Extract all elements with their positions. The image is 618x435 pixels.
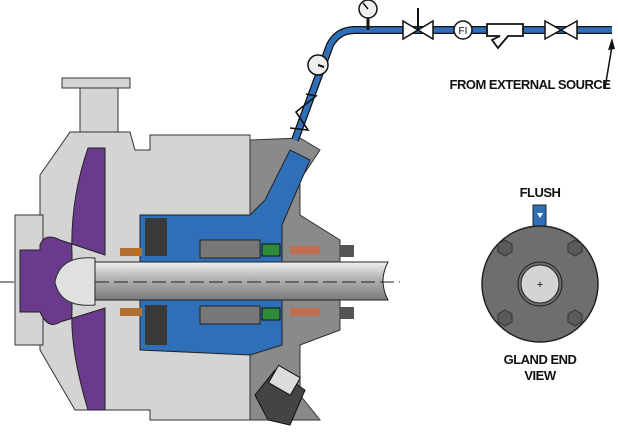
gland-end-label-2: VIEW [524, 368, 556, 383]
bolt-icon [567, 309, 583, 327]
block-valve-icon [544, 19, 578, 41]
bolt-icon [497, 309, 513, 327]
source-label: FROM EXTERNAL SOURCE [450, 77, 612, 92]
flush-pipe [289, 26, 612, 142]
bolt-icon [497, 239, 513, 257]
bolt-icon [567, 239, 583, 257]
shaft [94, 261, 389, 301]
flush-label: FLUSH [520, 185, 561, 200]
strainer-icon [486, 23, 524, 50]
orifice-symbol [289, 93, 318, 131]
flow-indicator-label: FI [459, 26, 468, 37]
flow-indicator-icon: FI [453, 20, 473, 40]
svg-text:+: + [537, 279, 543, 291]
pressure-gauge-icon [307, 54, 329, 76]
source-arrow-icon [604, 45, 613, 89]
gland-end-view: FLUSH + GLAND END VIEW [481, 185, 599, 383]
pressure-gauge-icon [358, 0, 378, 30]
needle-valve-icon [402, 8, 434, 41]
gland-end-label-1: GLAND END [504, 352, 577, 367]
